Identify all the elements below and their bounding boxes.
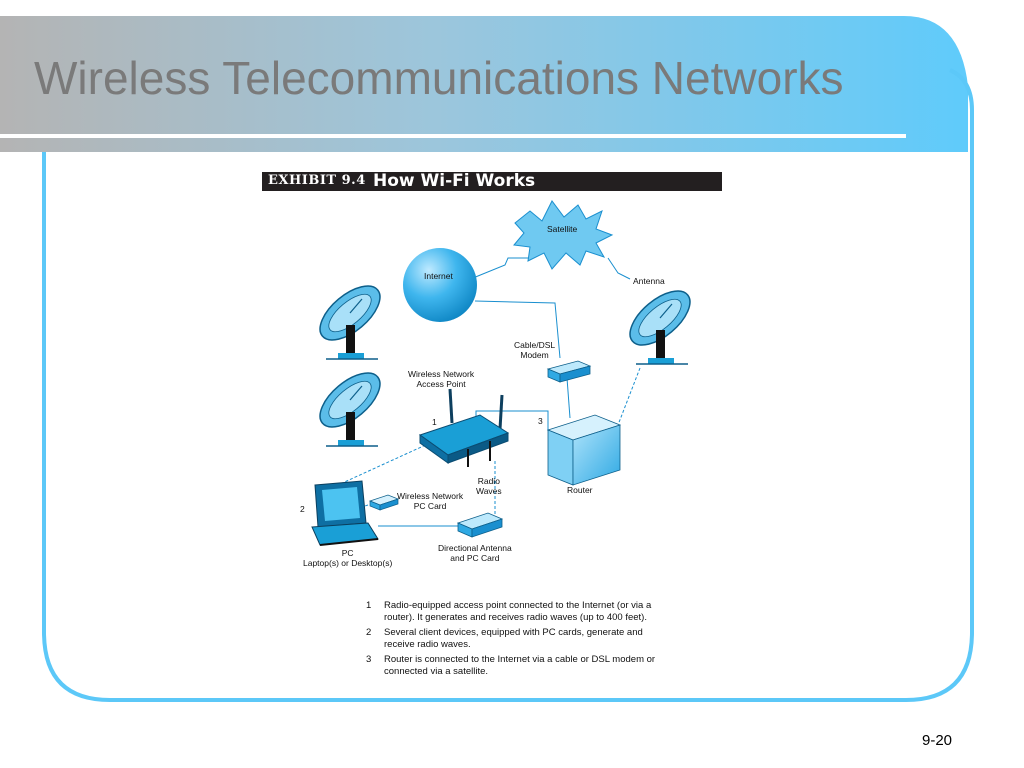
note-number: 2 [366, 627, 372, 638]
internet-to-satellite-line [472, 257, 528, 279]
exhibit-title: How Wi-Fi Works [373, 171, 536, 191]
note-text: Several client devices, equipped with PC… [384, 627, 643, 650]
satellite-to-antenna-line [607, 257, 631, 280]
page-number: 9-20 [922, 732, 953, 749]
note-number: 3 [366, 654, 372, 665]
note-item-2: 2 Several client devices, equipped with … [366, 627, 666, 650]
internet-globe [403, 248, 477, 322]
access-point-device [418, 388, 510, 467]
marker-3: 3 [538, 416, 543, 426]
directional-antenna-label-line-1: Directional Antenna [438, 543, 512, 553]
exhibit-notes: 1 Radio-equipped access point connected … [366, 600, 666, 681]
note-text: Radio-equipped access point connected to… [384, 600, 652, 623]
satellite-cloud [513, 200, 614, 270]
radio-waves-label-line-2: Waves [476, 486, 502, 496]
laptop-device [311, 480, 379, 546]
radio-waves-label-line-1: Radio [477, 476, 500, 486]
antenna-label: Antenna [633, 276, 665, 286]
marker-1: 1 [432, 417, 437, 427]
satellite-dish-top-left [310, 275, 390, 360]
modem-label: Cable/DSL Modem [514, 340, 555, 360]
access-point-label-line-1: Wireless Network [408, 369, 475, 379]
directional-antenna-label: Directional Antenna and PC Card [438, 543, 512, 563]
note-text: Router is connected to the Internet via … [384, 654, 656, 677]
wifi-diagram: Satellite Internet Antenna Cable/DSL Mod… [290, 193, 710, 598]
router-label: Router [567, 485, 593, 495]
note-item-3: 3 Router is connected to the Internet vi… [366, 654, 666, 677]
radio-waves-label: Radio Waves [476, 476, 502, 496]
pc-card-device [368, 494, 400, 511]
pc-label-line-2: Laptop(s) or Desktop(s) [303, 558, 393, 568]
note-item-1: 1 Radio-equipped access point connected … [366, 600, 666, 623]
internet-label: Internet [424, 271, 453, 281]
antenna-to-router-dashed-line [617, 367, 641, 426]
marker-2: 2 [300, 504, 305, 514]
directional-antenna-label-line-2: and PC Card [450, 553, 500, 563]
directional-antenna-device [456, 512, 504, 538]
satellite-dish-bottom-left [310, 362, 390, 447]
header-underline [0, 134, 906, 138]
pc-card-label: Wireless Network PC Card [397, 491, 463, 511]
wifi-diagram-graphic [310, 200, 700, 546]
modem-to-router-line [566, 377, 571, 419]
header-band [0, 16, 968, 152]
router-device [546, 414, 622, 486]
cable-modem-device [546, 360, 592, 383]
pc-card-label-line-1: Wireless Network [397, 491, 464, 501]
modem-label-line-2: Modem [520, 350, 549, 360]
satellite-label: Satellite [547, 224, 578, 234]
access-point-label: Wireless Network Access Point [408, 369, 474, 389]
note-number: 1 [366, 600, 372, 611]
content-frame-border [42, 68, 974, 702]
exhibit-number: EXHIBIT 9.4 [268, 173, 366, 188]
pc-label-line-1: PC [341, 548, 354, 558]
modem-label-line-1: Cable/DSL [514, 340, 556, 350]
access-point-label-line-2: Access Point [416, 379, 466, 389]
exhibit-header: EXHIBIT 9.4 How Wi-Fi Works [262, 171, 722, 191]
internet-to-modem-line [474, 300, 561, 359]
satellite-dish-right [620, 280, 700, 365]
slide-title: Wireless Telecommunications Networks [34, 52, 844, 104]
pc-card-label-line-2: PC Card [413, 501, 447, 511]
ap-to-pc-dashed-line [337, 442, 431, 486]
pc-label: PC Laptop(s) or Desktop(s) [303, 548, 392, 568]
